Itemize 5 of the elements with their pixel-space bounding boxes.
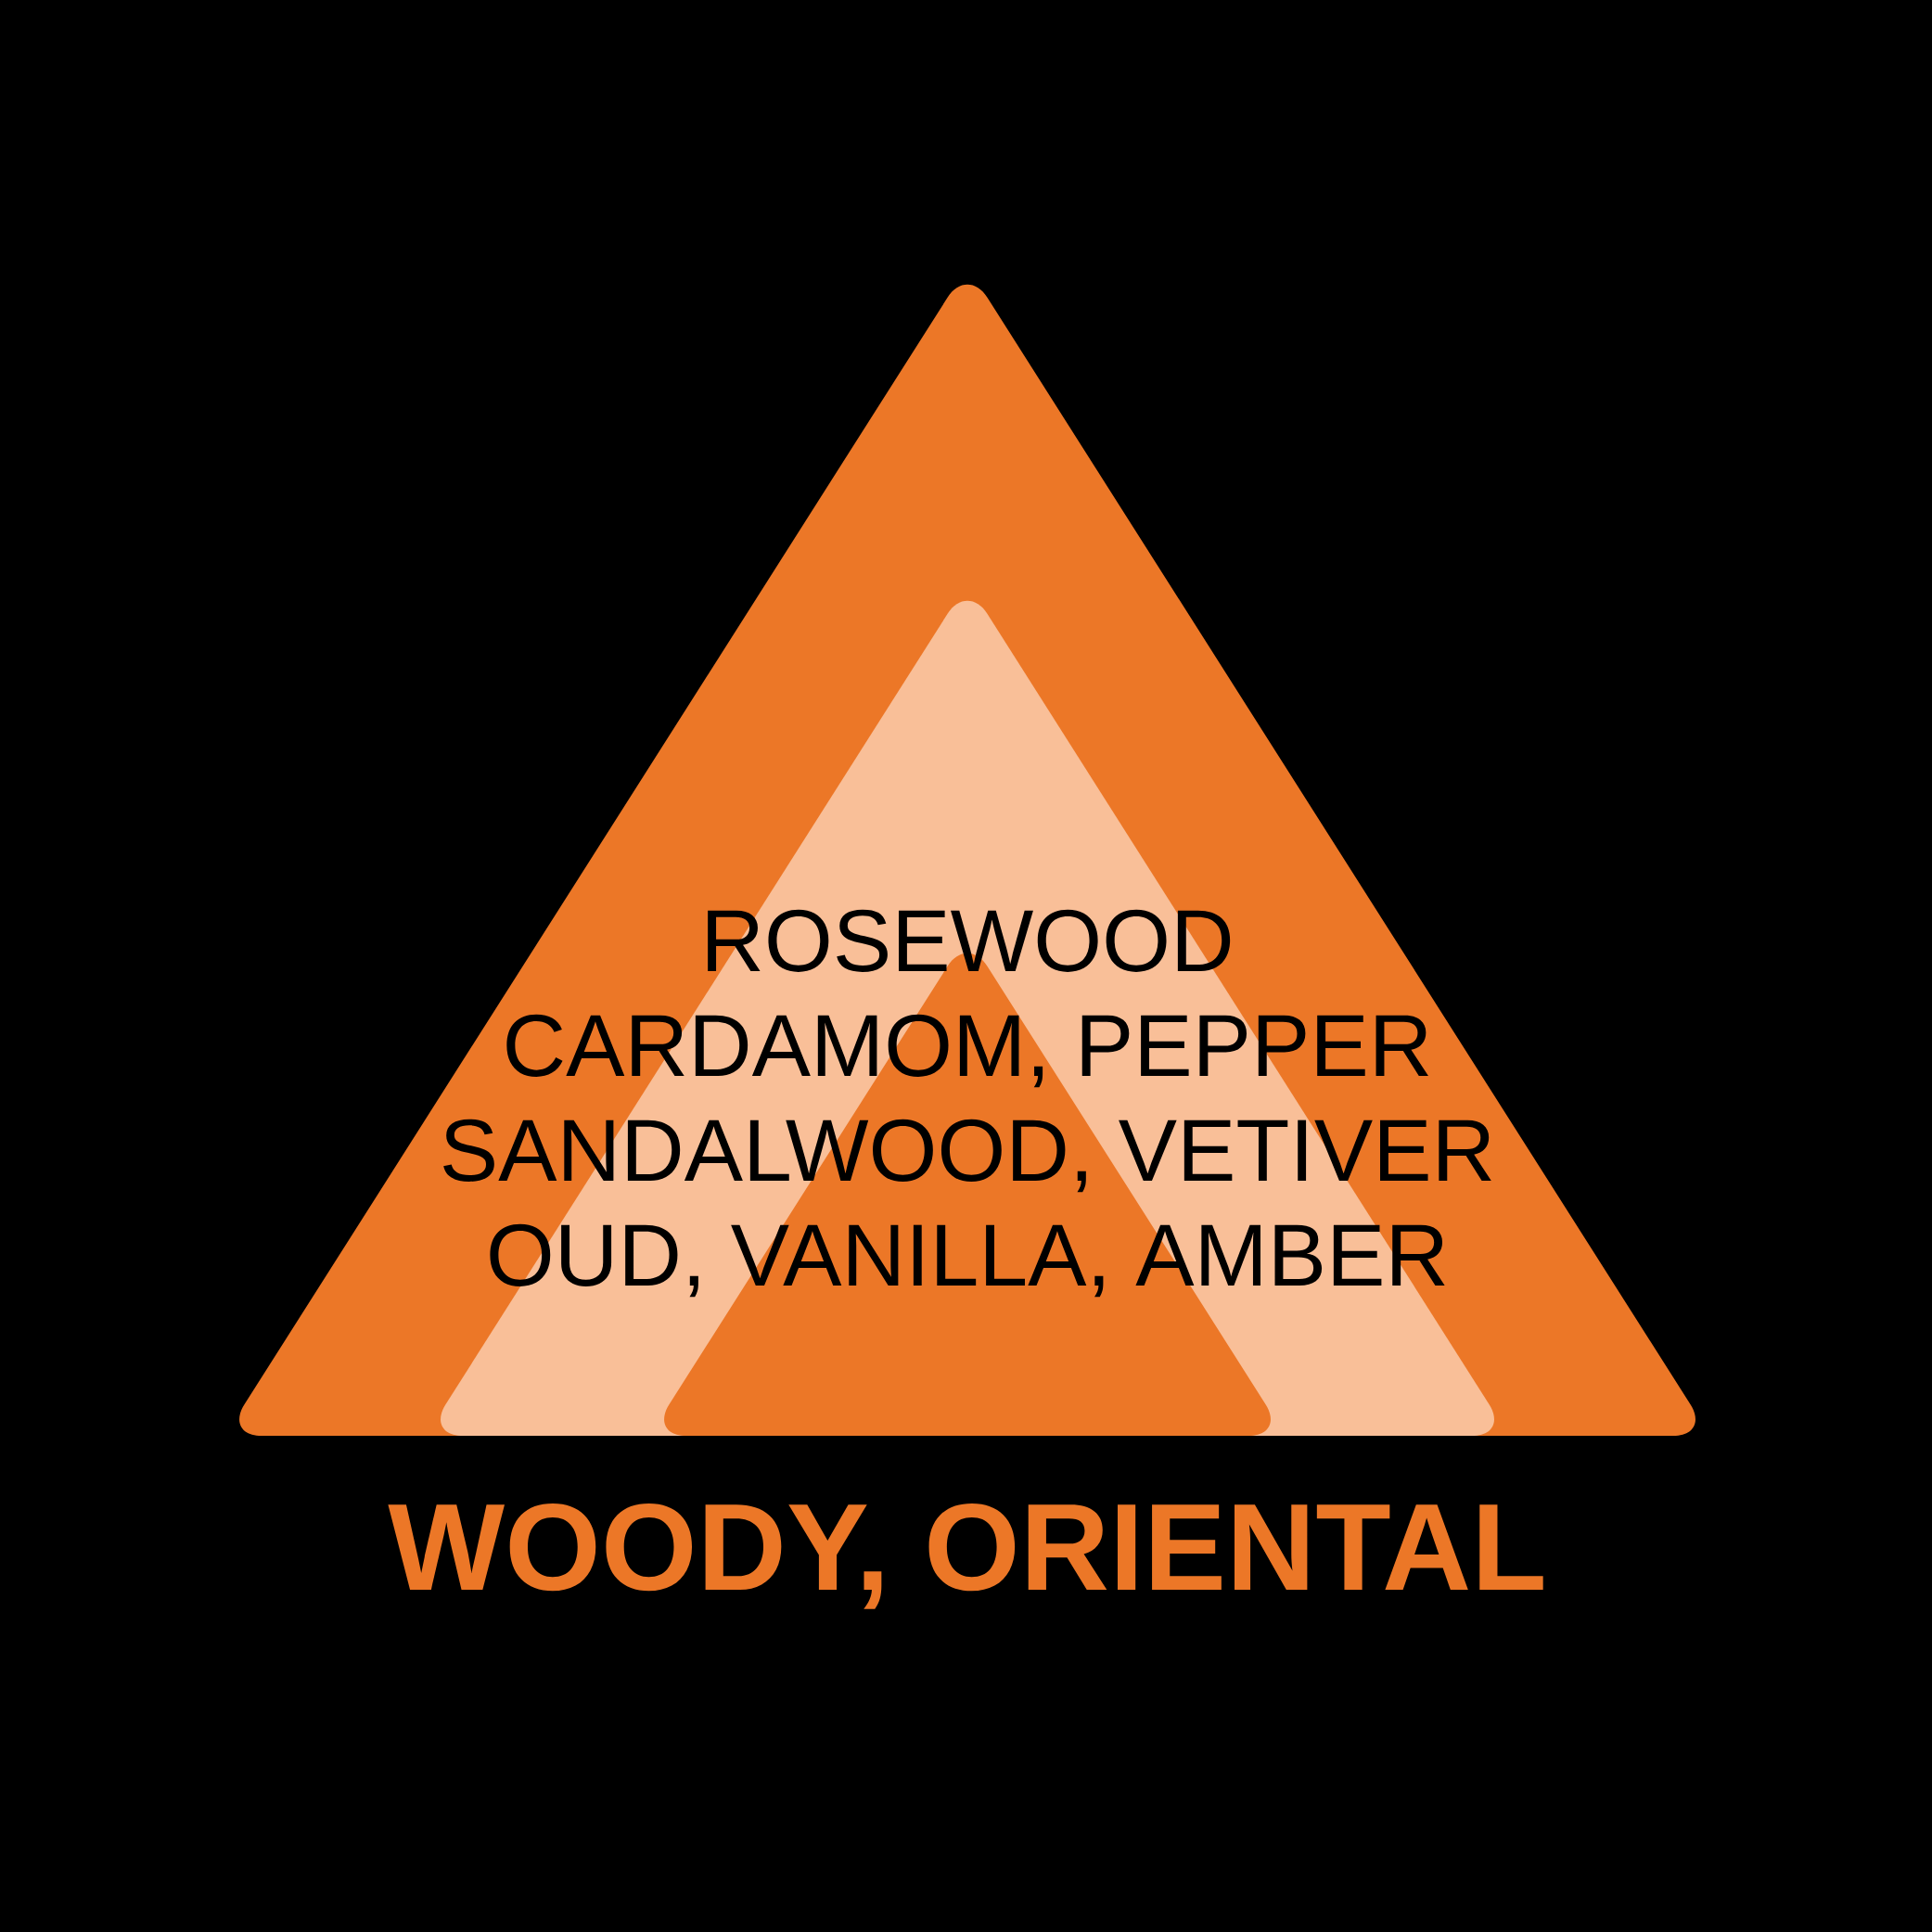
text-line: ROSEWOOD [708, 909, 1231, 972]
text-line: CARDAMOM, PEPPER [506, 1014, 1428, 1088]
text-line: SANDALWOOD, VETIVER [443, 1119, 1491, 1193]
caption: WOODY, ORIENTAL [388, 1503, 1543, 1609]
text-line: OUD, VANILLA, AMBER [490, 1223, 1445, 1298]
